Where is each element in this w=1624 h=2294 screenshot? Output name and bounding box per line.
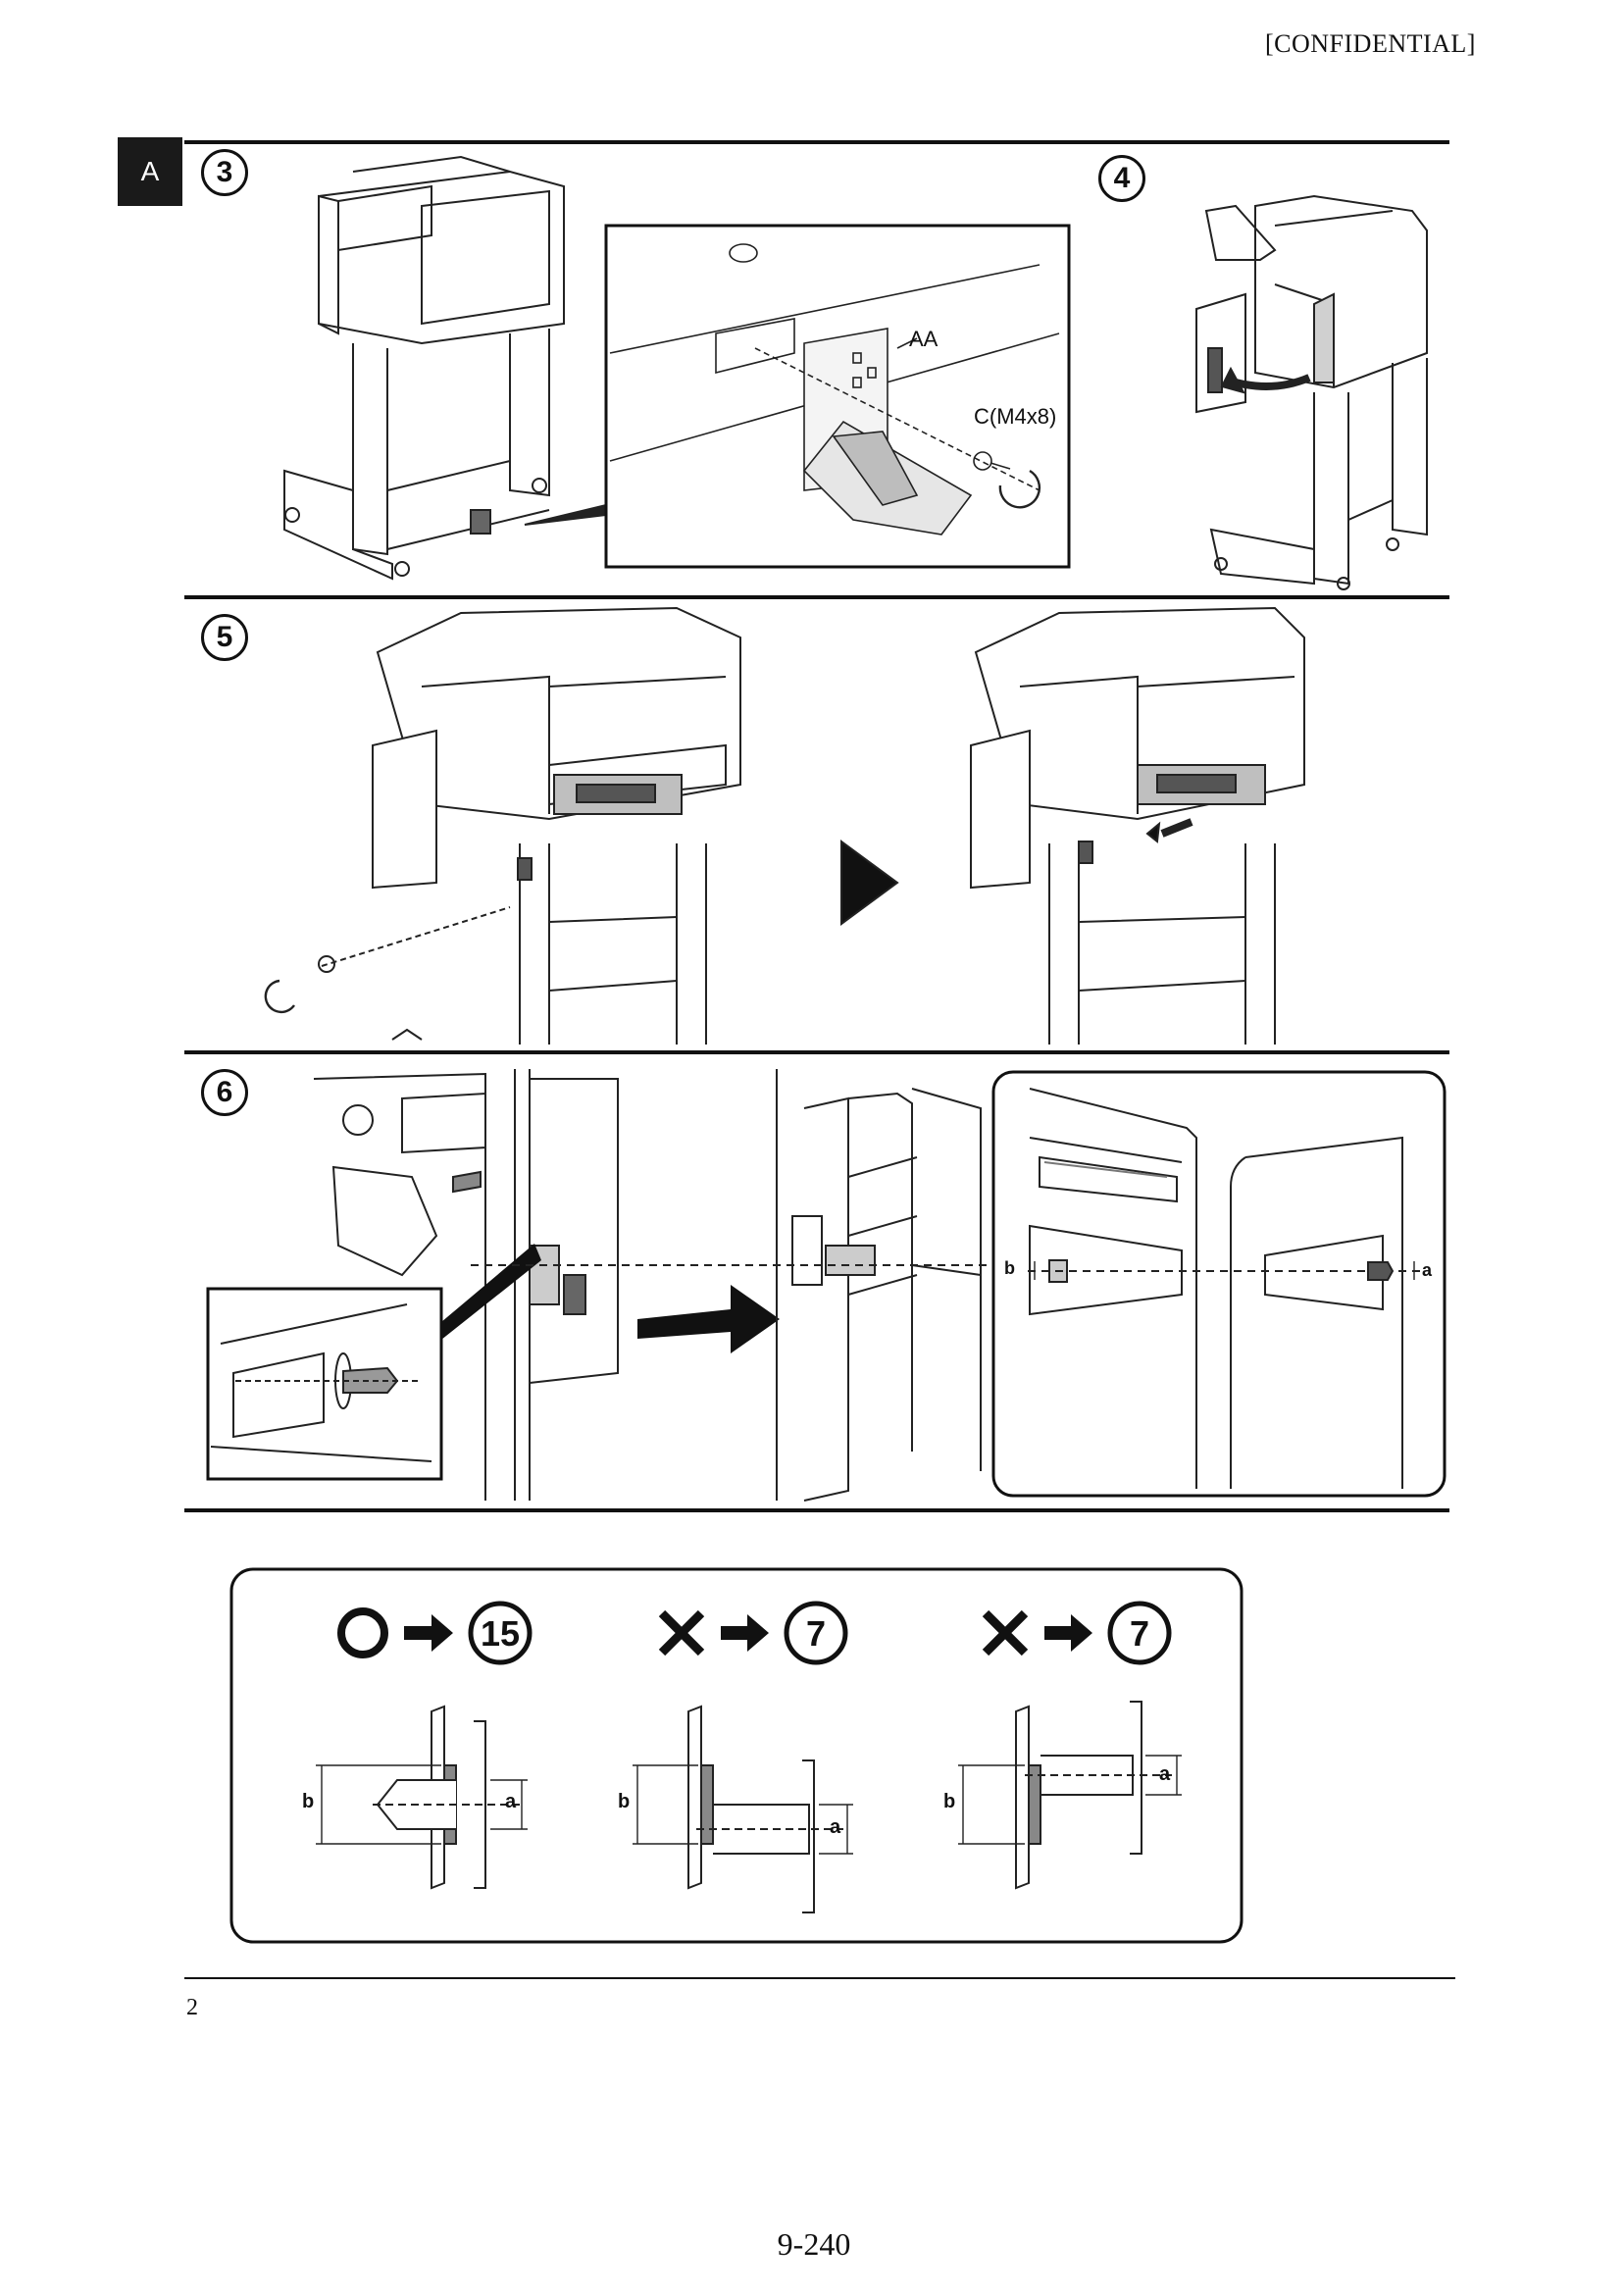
step-3-badge: 3	[201, 149, 248, 196]
case-1-label-b: b	[302, 1791, 315, 1812]
section-tab: A	[118, 137, 182, 206]
confidential-label: [CONFIDENTIAL]	[1265, 29, 1476, 58]
rule-footer	[184, 1977, 1455, 1979]
case-1-goto-step: 15	[480, 1613, 521, 1654]
step-5-badge: 5	[201, 614, 248, 661]
case-1-label-a: a	[505, 1791, 517, 1812]
case-2-label-a: a	[830, 1816, 841, 1838]
rule-row1	[184, 595, 1449, 599]
gap-label-a-zoom: a	[1422, 1260, 1433, 1280]
gap-label-b-zoom: b	[1004, 1258, 1015, 1278]
case-3-goto-step: 7	[1129, 1613, 1150, 1654]
case-2-goto-step: 7	[805, 1613, 827, 1654]
rule-row3	[184, 1508, 1449, 1512]
case-3-label-b: b	[943, 1791, 956, 1812]
case-3-label-a: a	[1159, 1763, 1171, 1785]
step-6-badge: 6	[201, 1069, 248, 1116]
callout-screw-c: C(M4x8)	[974, 404, 1057, 429]
rule-top	[184, 140, 1449, 144]
callout-aa: AA	[909, 327, 939, 351]
rule-row2	[184, 1050, 1449, 1054]
case-2-label-b: b	[618, 1791, 631, 1812]
page-number: 9-240	[777, 2226, 851, 2262]
footnote-number: 2	[186, 1995, 198, 2020]
step-4-badge: 4	[1098, 155, 1145, 202]
